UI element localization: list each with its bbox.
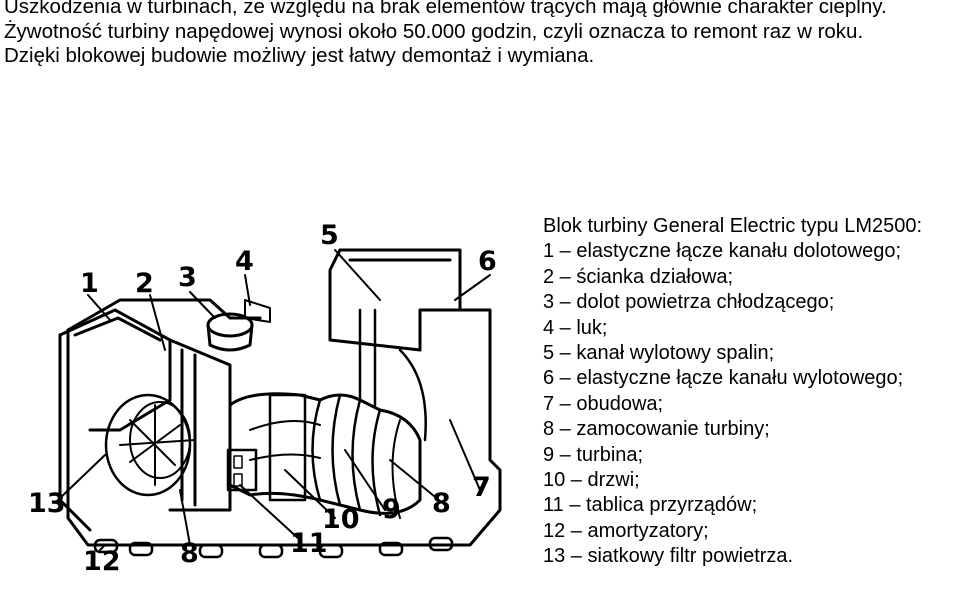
legend-item-3: 3 – dolot powietrza chłodzącego;: [543, 291, 835, 314]
hatch: [244, 299, 271, 323]
legend-item-1: 1 – elastyczne łącze kanału dolotowego;: [543, 240, 902, 263]
callout-1: 1: [80, 268, 99, 299]
legend-item-8: 8 – zamocowanie turbiny;: [543, 418, 770, 441]
callout-12: 12: [83, 546, 121, 577]
legend-item-5: 5 – kanał wylotowy spalin;: [543, 342, 775, 365]
exhaust-duct: [358, 308, 377, 407]
shock-absorbers: [93, 536, 454, 559]
legend-item-13: 13 – siatkowy filtr powietrza.: [543, 545, 794, 568]
callout-3: 3: [178, 262, 197, 293]
callout-leaders: [57, 249, 491, 551]
intro-line-1: Uszkodzenia w turbinach, ze względu na b…: [4, 0, 887, 18]
instrument-panel: [226, 448, 258, 492]
housing-outline: [66, 308, 502, 547]
callout-10: 10: [322, 504, 360, 535]
intro-line-2: Żywotność turbiny napędowej wynosi około…: [4, 19, 864, 43]
legend-item-12: 12 – amortyzatory;: [543, 519, 709, 542]
callout-7: 7: [472, 472, 491, 503]
callout-9: 9: [382, 494, 401, 525]
callout-8-lower: 8: [180, 538, 199, 569]
intro-paragraph: Uszkodzenia w turbinach, ze względu na b…: [4, 0, 959, 69]
legend-item-7: 7 – obudowa;: [543, 392, 664, 415]
callout-11: 11: [290, 528, 328, 559]
door: [268, 393, 307, 502]
legend: Blok turbiny General Electric typu LM250…: [543, 214, 959, 570]
callout-2: 2: [135, 268, 154, 299]
legend-item-4: 4 – luk;: [543, 316, 608, 339]
legend-title: Blok turbiny General Electric typu LM250…: [543, 215, 923, 237]
legend-item-9: 9 – turbina;: [543, 443, 644, 466]
legend-item-10: 10 – drzwi;: [543, 469, 640, 492]
legend-item-6: 6 – elastyczne łącze kanału wylotowego;: [543, 367, 904, 390]
turbine-block-diagram: 1 2 3 4 5 6 7 8 9 10 11 12 13 8: [28, 220, 502, 577]
callout-4: 4: [235, 246, 254, 277]
intro-line-3: Dzięki blokowej budowie możliwy jest łat…: [4, 44, 595, 67]
legend-item-2: 2 – ścianka działowa;: [543, 265, 734, 288]
legend-item-11: 11 – tablica przyrządów;: [543, 494, 758, 517]
callout-8: 8: [432, 488, 451, 519]
callout-6: 6: [478, 246, 497, 277]
callout-13: 13: [28, 488, 66, 519]
callout-5: 5: [320, 220, 339, 251]
